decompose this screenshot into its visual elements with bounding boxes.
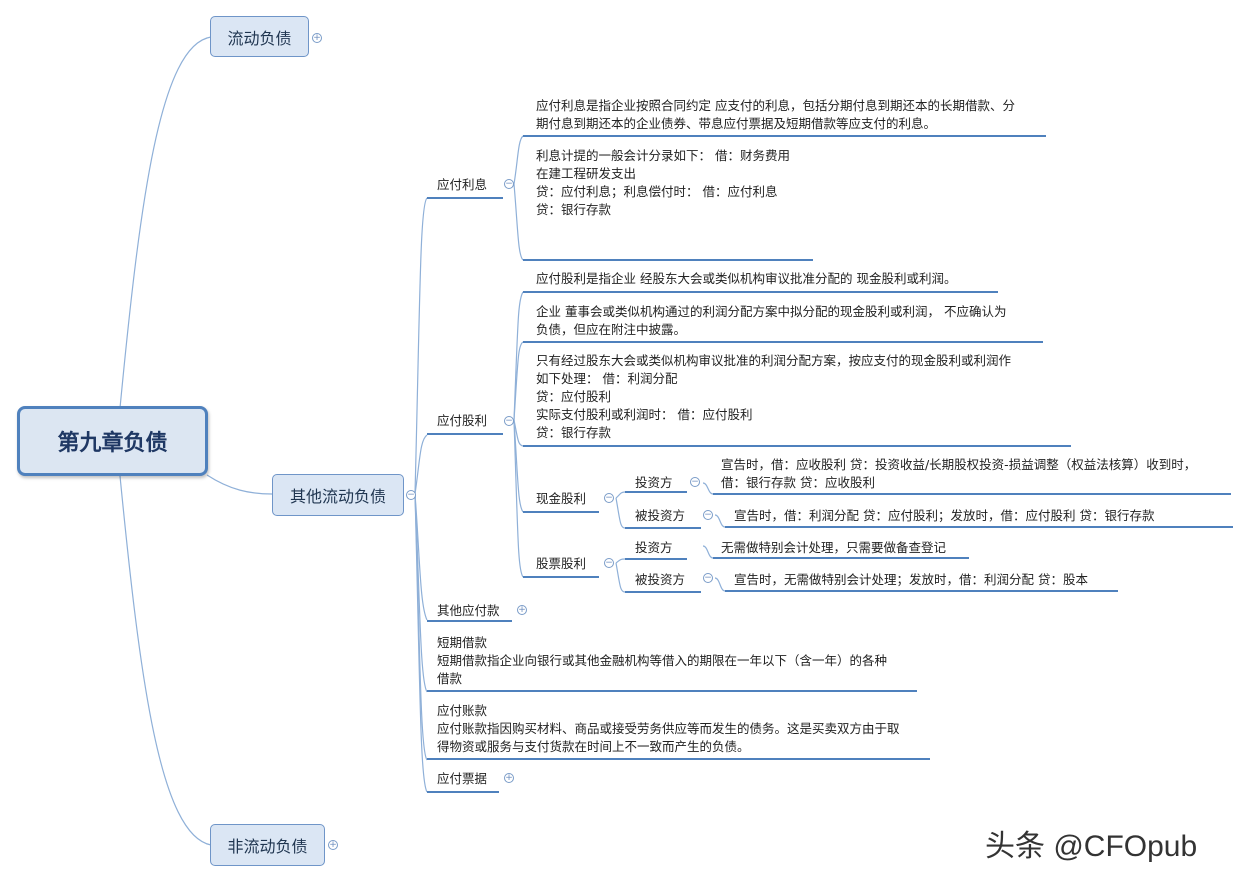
accounts-payable-line-2: 得物资或服务与支付货款在时间上不一致而产生的负债。: [437, 739, 750, 754]
short-loan-line-2: 借款: [437, 671, 463, 686]
node-underline: [523, 259, 813, 261]
node-underline: [523, 135, 1046, 137]
interest-entry-line-4: 贷：银行存款: [536, 202, 612, 217]
node-underline: [523, 341, 1043, 343]
branch-other-current-liabilities[interactable]: 其他流动负债: [272, 474, 404, 516]
node-underline: [713, 557, 969, 559]
dividend-approved-line-5: 贷：银行存款: [536, 425, 612, 440]
collapse-icon[interactable]: −: [504, 179, 514, 189]
interest-entry-line-2: 在建工程研发支出: [536, 166, 637, 181]
interest-definition-line-2: 期付息到期还本的企业债券、带息应付票据及短期借款等应支付的利息。: [536, 116, 937, 131]
node-underline: [427, 758, 930, 760]
node-underline: [523, 576, 599, 578]
node-underline: [625, 491, 687, 493]
expand-icon[interactable]: +: [517, 605, 527, 615]
dividend-board-line-1: 企业 董事会或类似机构通过的利润分配方案中拟分配的现金股利或利润， 不应确认为: [536, 304, 1007, 319]
expand-icon[interactable]: +: [504, 773, 514, 783]
interest-definition-line-1: 应付利息是指企业按照合同约定 应支付的利息，包括分期付息到期还本的长期借款、分: [536, 98, 1015, 113]
short-loan-title[interactable]: 短期借款: [437, 635, 488, 650]
dividend-definition: 应付股利是指企业 经股东大会或类似机构审议批准分配的 现金股利或利润。: [536, 271, 957, 286]
node-underline: [427, 197, 503, 199]
node-notes-payable[interactable]: 应付票据: [437, 771, 488, 786]
dividend-approved-line-3: 贷：应付股利: [536, 389, 612, 404]
collapse-icon[interactable]: −: [604, 493, 614, 503]
node-other-payables[interactable]: 其他应付款: [437, 603, 500, 618]
cash-investor-text-line-1: 宣告时，借：应收股利 贷：投资收益/长期股权投资-损益调整（权益法核算）收到时，: [721, 457, 1197, 472]
dividend-board-line-2: 负债，但应在附注中披露。: [536, 322, 687, 337]
expand-icon[interactable]: +: [312, 33, 322, 43]
node-underline: [625, 591, 701, 593]
node-underline: [625, 558, 687, 560]
node-underline: [523, 511, 599, 513]
node-cash-investor[interactable]: 投资方: [635, 475, 673, 490]
node-underline: [725, 590, 1118, 592]
watermark: 头条 @CFOpub: [985, 830, 1198, 863]
stock-investee-text: 宣告时，无需做特别会计处理；发放时，借：利润分配 贷：股本: [734, 572, 1088, 587]
dividend-approved-line-2: 如下处理： 借：利润分配: [536, 371, 678, 386]
interest-entry-line-1: 利息计提的一般会计分录如下： 借：财务费用: [536, 148, 790, 163]
root-node[interactable]: 第九章负债: [17, 406, 208, 476]
accounts-payable-title[interactable]: 应付账款: [437, 703, 488, 718]
dividend-approved-line-4: 实际支付股利或利润时： 借：应付股利: [536, 407, 753, 422]
collapse-icon[interactable]: −: [690, 477, 700, 487]
node-underline: [427, 791, 499, 793]
node-stock-investee[interactable]: 被投资方: [635, 572, 686, 587]
cash-investee-text: 宣告时，借：利润分配 贷：应付股利；发放时，借：应付股利 贷：银行存款: [734, 508, 1155, 523]
interest-entry-line-3: 贷：应付利息；利息偿付时： 借：应付利息: [536, 184, 778, 199]
node-underline: [427, 433, 503, 435]
node-cash-investee[interactable]: 被投资方: [635, 508, 686, 523]
node-stock-investor[interactable]: 投资方: [635, 540, 673, 555]
node-dividends-payable[interactable]: 应付股利: [437, 413, 488, 428]
collapse-icon[interactable]: −: [703, 510, 713, 520]
collapse-icon[interactable]: −: [703, 573, 713, 583]
node-underline: [523, 291, 998, 293]
expand-icon[interactable]: +: [328, 840, 338, 850]
branch-non-current-liabilities[interactable]: 非流动负债: [210, 824, 325, 866]
node-underline: [713, 493, 1231, 495]
node-underline: [427, 690, 917, 692]
collapse-icon[interactable]: −: [604, 558, 614, 568]
node-interest-payable[interactable]: 应付利息: [437, 177, 488, 192]
branch-current-liabilities[interactable]: 流动负债: [210, 16, 309, 57]
collapse-icon[interactable]: −: [406, 490, 416, 500]
node-underline: [625, 527, 701, 529]
stock-investor-text: 无需做特别会计处理，只需要做备查登记: [721, 540, 947, 555]
collapse-icon[interactable]: −: [504, 416, 514, 426]
accounts-payable-line-1: 应付账款指因购买材料、商品或接受劳务供应等而发生的债务。这是买卖双方由于取: [437, 721, 900, 736]
node-underline: [725, 526, 1233, 528]
cash-investor-text-line-2: 借：银行存款 贷：应收股利: [721, 475, 875, 490]
node-underline: [523, 445, 1071, 447]
short-loan-line-1: 短期借款指企业向银行或其他金融机构等借入的期限在一年以下（含一年）的各种: [437, 653, 888, 668]
node-stock-dividend[interactable]: 股票股利: [536, 556, 587, 571]
dividend-approved-line-1: 只有经过股东大会或类似机构审议批准的利润分配方案，按应支付的现金股利或利润作: [536, 353, 1012, 368]
node-cash-dividend[interactable]: 现金股利: [536, 491, 587, 506]
node-underline: [427, 620, 512, 622]
